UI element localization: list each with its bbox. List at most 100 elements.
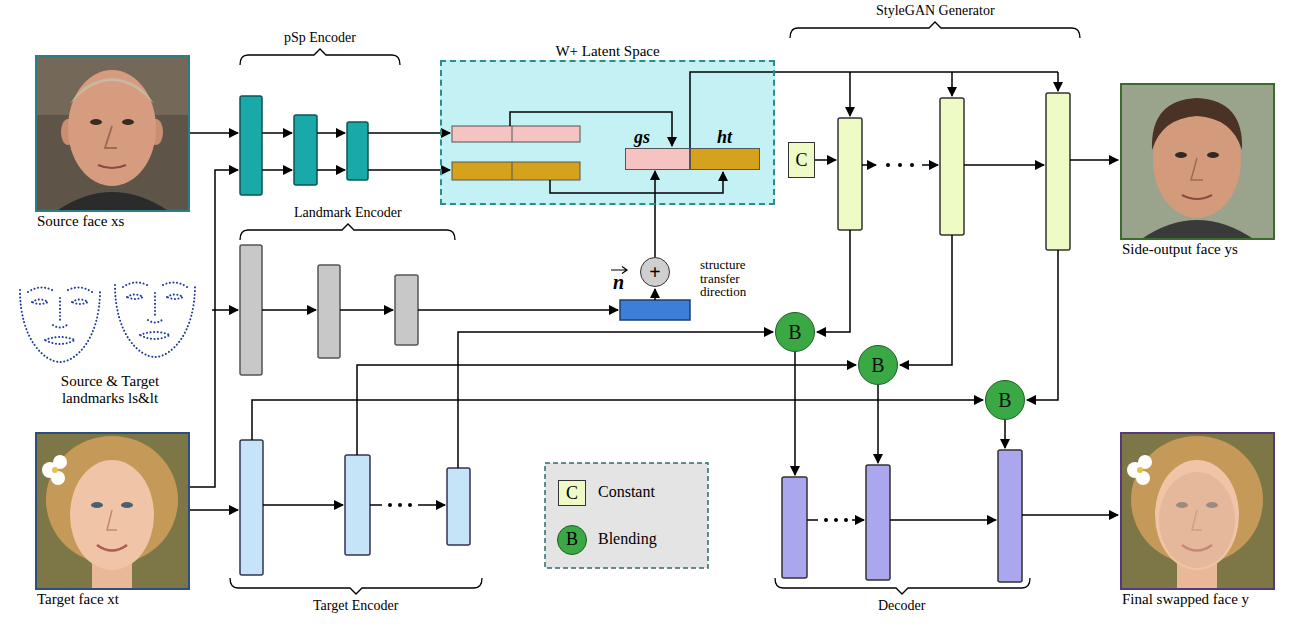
latent-codes xyxy=(452,126,580,142)
ellipsis-dots xyxy=(398,503,402,507)
arrows xyxy=(849,72,851,116)
source-face-picture xyxy=(105,126,117,148)
landmark-dots xyxy=(20,287,100,362)
box-letter: C xyxy=(795,150,807,171)
source-face-picture xyxy=(55,192,170,212)
source-face-picture xyxy=(122,119,134,125)
landmark-encoder-blocks xyxy=(240,245,262,375)
arrows xyxy=(794,352,796,475)
decoder-blocks xyxy=(782,450,1022,582)
face-image: Side-output face ys xyxy=(1120,83,1275,240)
connector-arrow xyxy=(654,171,656,257)
arrows xyxy=(862,164,876,166)
ellipsis-dots xyxy=(834,518,838,522)
wires xyxy=(370,72,1058,520)
circle-letter: B xyxy=(788,321,801,344)
target-face-picture xyxy=(121,502,133,508)
arrows xyxy=(190,72,1118,520)
decoder-blocks xyxy=(998,450,1022,582)
circle-letter: B xyxy=(871,354,884,377)
arrows xyxy=(262,169,292,171)
latent-codes xyxy=(512,162,513,180)
arrows xyxy=(550,172,723,193)
landmark-encoder-blocks xyxy=(240,245,418,375)
part-label: Decoder xyxy=(878,598,925,614)
decoder-blocks xyxy=(866,465,890,580)
target-face-picture xyxy=(35,432,190,590)
arrows xyxy=(922,164,938,166)
legend-box xyxy=(545,463,708,568)
ellipsis-dots xyxy=(388,503,392,507)
landmark-encoder-blocks xyxy=(395,275,418,345)
generator-blocks xyxy=(838,93,1070,250)
arrows xyxy=(1057,72,1059,91)
target-encoder-blocks xyxy=(240,440,470,575)
arrows xyxy=(368,169,450,171)
generator-blocks xyxy=(940,98,964,235)
landmark-dots xyxy=(45,337,75,344)
wires xyxy=(807,519,818,521)
operator-symbol: + xyxy=(649,261,660,284)
image-caption: Source & Target landmarks ls&lt xyxy=(30,373,190,408)
arrows xyxy=(357,365,856,455)
side-output-face-picture xyxy=(1182,195,1212,199)
latent-space-box: W+ Latent Spacegsht xyxy=(440,60,775,205)
latent-codes xyxy=(512,126,513,142)
part-label: pSp Encoder xyxy=(284,30,356,46)
arrows xyxy=(252,400,983,440)
arrows xyxy=(190,509,238,511)
brackets xyxy=(775,578,1030,594)
arrows xyxy=(418,309,618,311)
brackets xyxy=(790,22,1080,38)
arrows xyxy=(190,132,238,134)
arrows xyxy=(212,309,238,311)
arrows xyxy=(368,132,450,134)
target-encoder-blocks xyxy=(447,468,470,545)
legend-text: Constant xyxy=(598,483,655,501)
part-label: n xyxy=(613,271,624,294)
target-face-picture xyxy=(70,460,154,570)
arrows xyxy=(877,385,879,463)
arrows xyxy=(1027,250,1058,400)
arrows xyxy=(262,309,316,311)
landmark-dots xyxy=(115,285,195,357)
part-label: structure transfer direction xyxy=(700,258,778,299)
sum-circle: + xyxy=(640,257,670,287)
arrows xyxy=(1022,514,1118,516)
latent-space-fill xyxy=(440,60,775,205)
landmark-dots xyxy=(53,298,67,328)
ellipsis-dots xyxy=(844,518,848,522)
arrows xyxy=(317,169,345,171)
image-caption: Target face xt xyxy=(37,591,119,608)
target-face-picture xyxy=(51,471,65,485)
arrows xyxy=(340,309,393,311)
brackets xyxy=(240,224,455,240)
brackets xyxy=(240,49,400,65)
generator-blocks xyxy=(838,118,862,230)
face-image: Target face xt xyxy=(35,432,190,590)
blend-circle: B xyxy=(858,345,898,385)
side-output-face-picture xyxy=(1120,83,1275,240)
final-face-picture xyxy=(1120,432,1275,590)
decoder-blocks xyxy=(782,477,807,578)
target-face-picture xyxy=(97,545,127,551)
side-output-face-picture xyxy=(1152,98,1242,150)
part-label: B xyxy=(566,529,578,550)
part-label: Landmark Encoder xyxy=(294,205,402,221)
arrows xyxy=(190,170,238,487)
code-symbol: ht xyxy=(717,127,732,148)
target-face-picture xyxy=(52,467,58,473)
source-face-picture xyxy=(68,70,156,186)
ellipsis-dots xyxy=(886,163,890,167)
arrows xyxy=(900,235,952,365)
landmark-dots xyxy=(123,282,187,287)
source-face-picture xyxy=(35,55,190,212)
image-caption: Source face xs xyxy=(37,213,124,230)
arrows xyxy=(418,504,445,506)
arrows xyxy=(815,159,836,161)
latent-codes xyxy=(452,126,580,180)
part-label: C xyxy=(566,483,578,504)
source-face-picture xyxy=(35,55,190,212)
